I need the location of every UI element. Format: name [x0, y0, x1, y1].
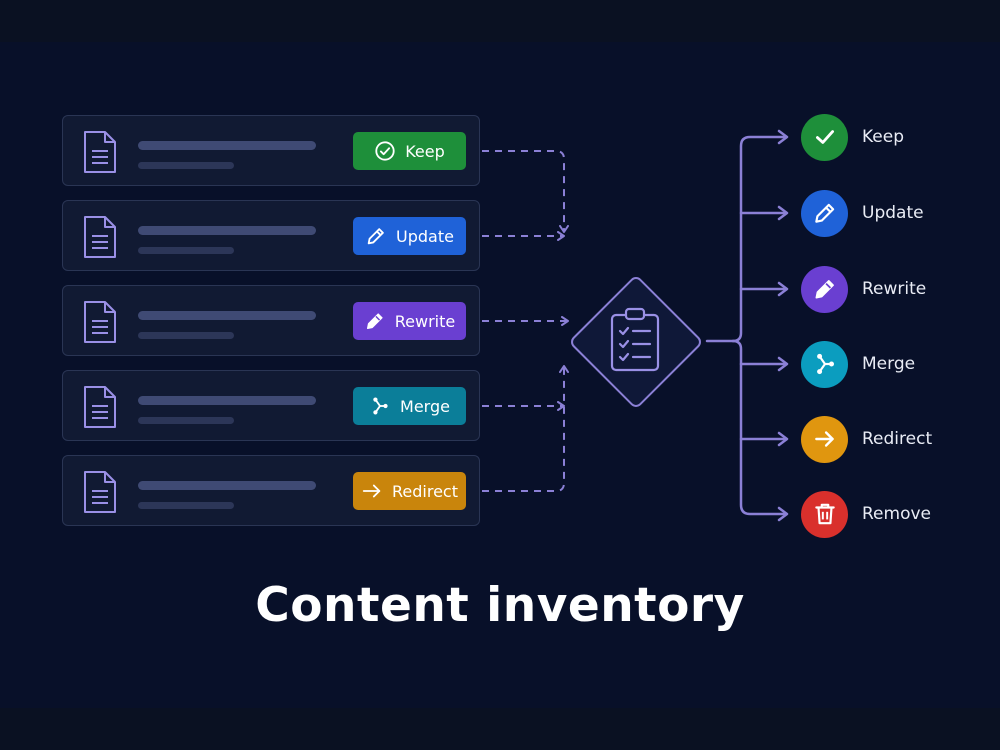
- rewrite-badge[interactable]: Rewrite: [353, 302, 466, 340]
- placeholder-subtitle-line: [138, 332, 234, 339]
- trash-icon: [814, 503, 835, 525]
- clipboard-checklist-icon: [610, 307, 660, 372]
- action-label: Redirect: [862, 429, 933, 449]
- badge-label: Merge: [400, 396, 450, 416]
- placeholder-title-line: [138, 396, 316, 405]
- keep-badge[interactable]: Keep: [353, 132, 466, 170]
- placeholder-title-line: [138, 311, 316, 320]
- pencil-icon: [815, 280, 834, 299]
- document-card-update[interactable]: Update: [62, 200, 480, 271]
- pencil-icon: [366, 313, 383, 330]
- document-icon: [84, 301, 116, 343]
- placeholder-subtitle-line: [138, 417, 234, 424]
- connector-redirect: [482, 365, 569, 492]
- action-merge[interactable]: Merge: [801, 340, 915, 388]
- document-icon: [84, 471, 116, 513]
- top-band: [0, 0, 1000, 42]
- document-card-redirect[interactable]: Redirect: [62, 455, 480, 526]
- action-remove[interactable]: Remove: [801, 490, 931, 538]
- arrow-right-icon: [362, 484, 381, 498]
- document-icon: [84, 386, 116, 428]
- placeholder-subtitle-line: [138, 162, 234, 169]
- action-label: Update: [862, 203, 924, 223]
- update-badge[interactable]: Update: [353, 217, 466, 255]
- action-keep[interactable]: Keep: [801, 113, 904, 161]
- action-label: Merge: [862, 354, 916, 374]
- bottom-band: [0, 708, 1000, 750]
- action-label: Remove: [862, 504, 931, 524]
- action-redirect[interactable]: Redirect: [801, 415, 932, 463]
- document-card-keep[interactable]: Keep: [62, 115, 480, 186]
- action-label: Rewrite: [862, 279, 927, 299]
- badge-label: Update: [396, 226, 454, 246]
- action-update-circle: [801, 189, 848, 237]
- merge-icon: [373, 397, 388, 415]
- check-circle-icon: [375, 141, 395, 161]
- connector-keep: [482, 150, 569, 233]
- page-title: Content inventory: [255, 578, 745, 633]
- arrow-right-icon: [814, 431, 834, 447]
- document-icon: [84, 131, 116, 173]
- merge-icon: [816, 353, 834, 375]
- badge-label: Redirect: [392, 481, 458, 501]
- action-merge-circle: [801, 340, 848, 388]
- placeholder-subtitle-line: [138, 502, 234, 509]
- placeholder-title-line: [138, 481, 316, 490]
- document-icon: [84, 216, 116, 258]
- pencil-icon: [367, 228, 384, 245]
- placeholder-subtitle-line: [138, 247, 234, 254]
- badge-label: Keep: [405, 141, 445, 161]
- output-arrowheads: [777, 129, 789, 522]
- action-label: Keep: [862, 127, 905, 147]
- placeholder-title-line: [138, 226, 316, 235]
- pencil-icon: [814, 203, 834, 223]
- badge-label: Rewrite: [394, 311, 456, 331]
- action-keep-circle: [801, 113, 848, 161]
- action-rewrite-circle: [801, 265, 848, 313]
- document-card-merge[interactable]: Merge: [62, 370, 480, 441]
- action-redirect-circle: [801, 415, 848, 463]
- placeholder-title-line: [138, 141, 316, 150]
- document-card-rewrite[interactable]: Rewrite: [62, 285, 480, 356]
- action-rewrite[interactable]: Rewrite: [801, 265, 926, 313]
- check-icon: [815, 130, 834, 144]
- redirect-badge[interactable]: Redirect: [353, 472, 466, 510]
- merge-badge[interactable]: Merge: [353, 387, 466, 425]
- hub-diamond: [571, 277, 701, 407]
- action-remove-circle: [801, 490, 848, 538]
- action-update[interactable]: Update: [801, 189, 924, 237]
